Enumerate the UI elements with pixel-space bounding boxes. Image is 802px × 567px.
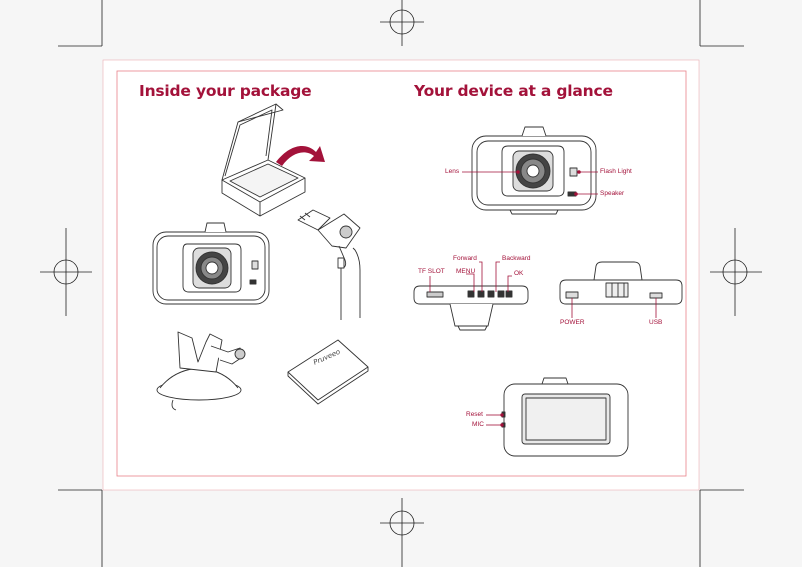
tf-slot-label: TF SLOT: [418, 268, 445, 275]
top-callout-lines: [429, 261, 512, 292]
front-callout-lines: [462, 170, 598, 196]
inside-package-heading: Inside your package: [139, 82, 312, 100]
back-callout-lines: [486, 413, 504, 427]
device-top-view: [413, 285, 529, 331]
box-illustration: [221, 103, 306, 217]
dashcam-front-illustration: [152, 222, 270, 305]
device-bottom-view: [559, 261, 683, 305]
bottom-callout-lines: [571, 298, 657, 318]
manual-illustration: [287, 339, 369, 405]
menu-label: MENU: [456, 268, 476, 275]
reset-label: Reset: [466, 411, 483, 418]
page-border: [116, 70, 687, 477]
device-back-view: [501, 377, 629, 457]
crop-marks: [58, 0, 744, 567]
suction-mount-illustration: [156, 331, 246, 411]
car-charger-illustration: [297, 209, 361, 320]
ok-label: OK: [514, 270, 524, 277]
device-front-view: [471, 126, 597, 215]
speaker-label: Speaker: [600, 190, 625, 197]
backward-label: Backward: [502, 255, 531, 262]
page-outer-border: [102, 59, 700, 491]
mic-label: MIC: [472, 421, 484, 428]
forward-label: Forward: [453, 255, 477, 262]
registration-marks: [40, 0, 762, 567]
device-glance-heading: Your device at a glance: [414, 82, 613, 100]
usb-label: USB: [649, 319, 663, 326]
lens-label: Lens: [445, 168, 460, 175]
open-arrow: [276, 146, 325, 166]
power-label: POWER: [560, 319, 585, 326]
flash-light-label: Flash Light: [600, 168, 632, 175]
